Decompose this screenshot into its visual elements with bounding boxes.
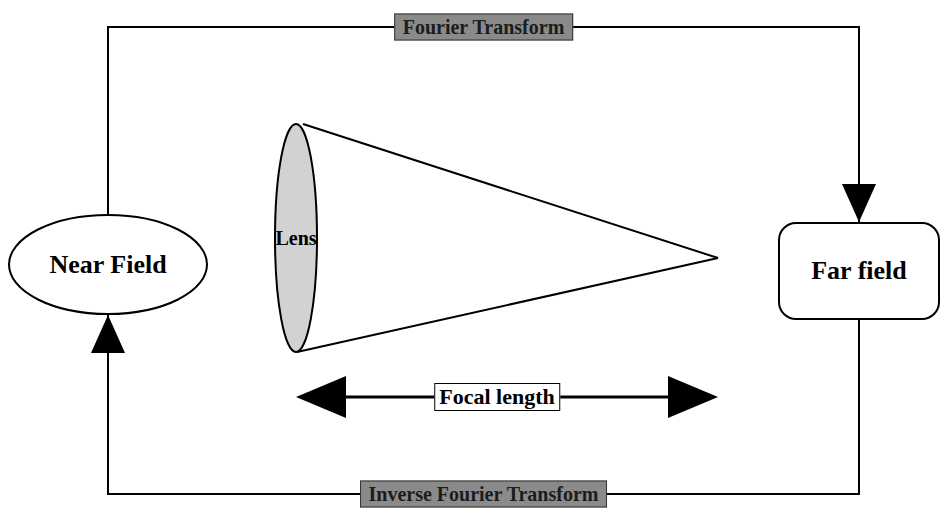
near-field-ellipse: Near Field xyxy=(8,214,208,315)
outline-path xyxy=(275,124,317,352)
transform-connector xyxy=(108,27,859,222)
cone-edge xyxy=(297,258,718,352)
outline-path xyxy=(9,215,207,314)
node-label: Near Field xyxy=(49,250,166,280)
lens-ellipse: Lens xyxy=(274,123,318,353)
transform-label: Fourier Transform xyxy=(394,14,574,41)
cone-edge xyxy=(303,124,718,258)
dimension-arrowhead xyxy=(296,376,346,418)
transform-connector xyxy=(108,315,859,494)
node-label: Far field xyxy=(811,256,907,286)
far-field-box: Far field xyxy=(778,222,940,320)
dimension-label: Focal length xyxy=(434,383,560,411)
transform-label: Inverse Fourier Transform xyxy=(360,481,608,508)
node-label: Lens xyxy=(275,227,316,250)
dimension-arrowhead xyxy=(668,376,718,418)
